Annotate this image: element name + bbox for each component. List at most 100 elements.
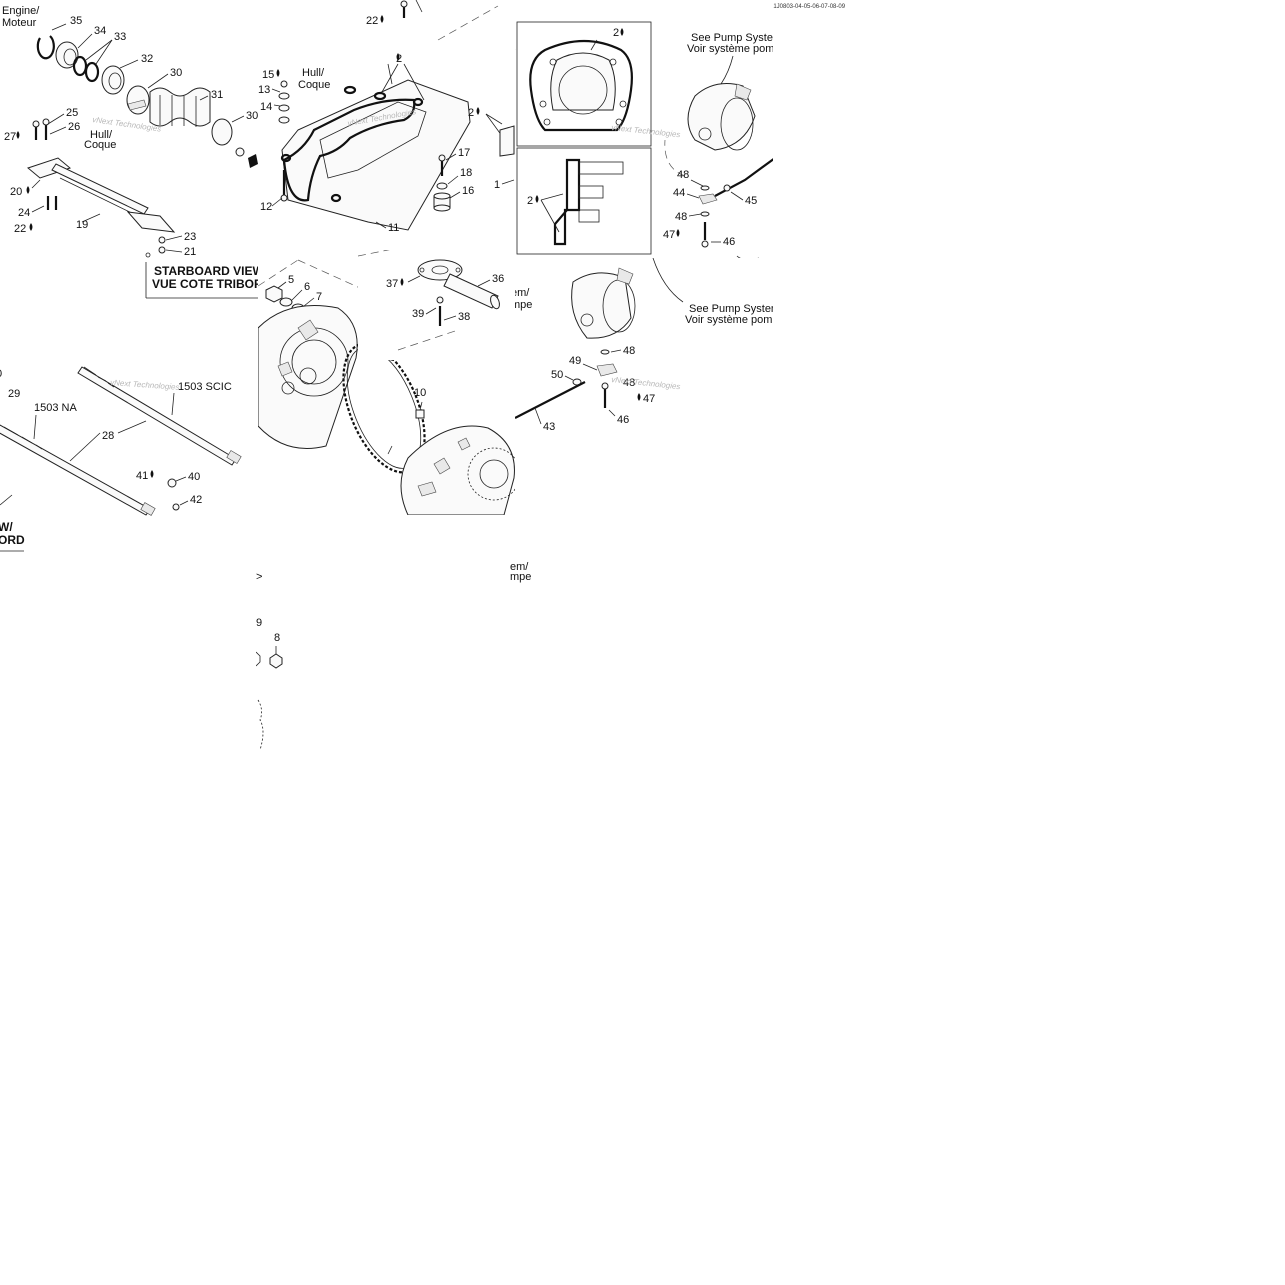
- view-partial-line2: ORD: [0, 533, 25, 547]
- nut-part: [265, 285, 283, 303]
- note-pump-partial-line1: em/: [515, 287, 530, 299]
- sealant-drop-icon: [637, 393, 641, 401]
- callout-36: 36: [492, 273, 504, 285]
- sealant-drop-icon: [676, 229, 680, 237]
- callout-1: 1: [494, 179, 500, 191]
- sealant-drop-icon: [620, 28, 624, 36]
- gasket-outline: [282, 98, 416, 202]
- callout-42: 42: [190, 494, 202, 506]
- sealant-drop-icon: [396, 53, 400, 61]
- callout-13: 13: [258, 84, 270, 96]
- watermark: vNext Technologies: [611, 123, 681, 139]
- shaft-scic: [77, 366, 237, 466]
- callout-2-side: 2: [527, 195, 533, 207]
- callout-45: 45: [745, 195, 757, 207]
- gasket-front: [529, 39, 633, 132]
- bellows-part: [149, 87, 211, 127]
- callout-1-box: 1: [494, 179, 515, 191]
- pump-housing-lower: [571, 272, 632, 339]
- note-engine-line2: Moteur: [2, 17, 37, 29]
- callout-2-inset: 2: [613, 27, 619, 39]
- svg-text:>: >: [256, 571, 262, 583]
- callout-30: 30: [170, 67, 182, 79]
- note-pump-bottom-line2: Voir système pompe: [685, 314, 773, 326]
- sealant-drop-icon: [535, 195, 539, 203]
- drawing-reference: 21J0803-04-05-06-07-08-09: [770, 4, 846, 10]
- callout-8: 8: [274, 632, 280, 644]
- view-partial-line1: W/: [0, 520, 13, 534]
- callout-0-partial: 0: [0, 368, 2, 380]
- sealant-drop-icon: [400, 278, 404, 286]
- callout-5: 5: [288, 274, 294, 286]
- callout-15: 15: [262, 69, 274, 81]
- note-hull-line2: Coque: [84, 139, 116, 151]
- callout-49: 49: [569, 355, 581, 367]
- tile-hull-panel: 22 Hull/ Coque 15 13 14 12: [258, 0, 515, 250]
- callout-37: 37: [386, 278, 398, 290]
- o-ring-part: [84, 61, 100, 83]
- callout-12: 12: [260, 201, 272, 213]
- note-hull-mid-line2: Coque: [298, 79, 330, 91]
- tile-pump-lower: em/ mpe See Pump System/ Voir système po…: [515, 258, 773, 438]
- shaft-na: [0, 424, 151, 516]
- inset-gasket-side: [516, 147, 652, 255]
- callout-22-top: 22: [366, 15, 378, 27]
- callout-48-b: 48: [623, 345, 635, 357]
- callout-43: 43: [543, 421, 555, 433]
- note-pump-partial2-line1: em/: [510, 561, 529, 573]
- nut-part: [269, 653, 283, 669]
- drawing-reference-box: 21J0803-04-05-06-07-08-09: [770, 4, 846, 10]
- note-pump-top-line1: See Pump System/: [691, 32, 773, 44]
- starboard-view-subtitle: VUE COTE TRIBORD: [152, 277, 258, 291]
- support-arm: [51, 163, 149, 215]
- callout-28: 28: [102, 430, 114, 442]
- callout-47-b: 47: [643, 393, 655, 405]
- steering-cable-lower: [515, 381, 586, 419]
- tile-pump-insets: 2 2 2 See Pump System/ Voir système pomp…: [515, 0, 773, 258]
- callout-16: 16: [462, 185, 474, 197]
- steering-cable: [714, 158, 773, 197]
- callout-48-c: 48: [623, 377, 635, 389]
- callout-17: 17: [458, 147, 470, 159]
- circlip-part: [36, 35, 55, 60]
- callout-6: 6: [304, 281, 310, 293]
- note-hull-mid-line1: Hull/: [302, 67, 325, 79]
- note-engine-line1: Engine/: [2, 5, 40, 17]
- callout-41: 41: [136, 470, 148, 482]
- callout-29: 29: [8, 388, 20, 400]
- callout-48: 48: [677, 169, 689, 181]
- tile-support-37: 36 37 39 38: [358, 250, 515, 360]
- watermark: vNext Technologies: [611, 375, 681, 391]
- sealant-drop-icon: [26, 186, 30, 194]
- callout-23: 23: [184, 231, 196, 243]
- callout-19: 19: [76, 219, 88, 231]
- tile-fragments: > em/ mpe 9 8: [256, 561, 531, 751]
- callout-14: 14: [260, 101, 272, 113]
- callout-26: 26: [68, 121, 80, 133]
- callout-32: 32: [141, 53, 153, 65]
- callout-39: 39: [412, 308, 424, 320]
- sealant-drop-icon: [476, 107, 480, 115]
- callout-18: 18: [460, 167, 472, 179]
- tile-driveshaft-assembly: Engine/ Moteur 35 34 33 32: [0, 0, 258, 300]
- callout-34: 34: [94, 25, 106, 37]
- sealant-drop-icon: [29, 223, 33, 231]
- callout-22: 22: [14, 223, 26, 235]
- sealant-drop-icon: [276, 69, 280, 77]
- pipe-part: [443, 273, 499, 309]
- callout-31: 31: [211, 89, 223, 101]
- callout-11: 11: [388, 222, 399, 234]
- engine-housing: [400, 425, 515, 515]
- callout-24: 24: [18, 207, 30, 219]
- callout-48-lower: 48: [675, 211, 687, 223]
- note-pump-partial2-line2: mpe: [510, 571, 531, 583]
- callout-47: 47: [663, 229, 675, 241]
- callout-21: 21: [184, 246, 196, 258]
- callout-27: 27: [4, 131, 16, 143]
- support-foot: [126, 211, 176, 233]
- clamp-part: [211, 118, 233, 146]
- sealant-drop-icon: [150, 470, 154, 478]
- callout-46-b: 46: [617, 414, 629, 426]
- shaft-variant-na: 1503 NA: [34, 402, 77, 414]
- note-pump-partial-line2: mpe: [515, 299, 532, 311]
